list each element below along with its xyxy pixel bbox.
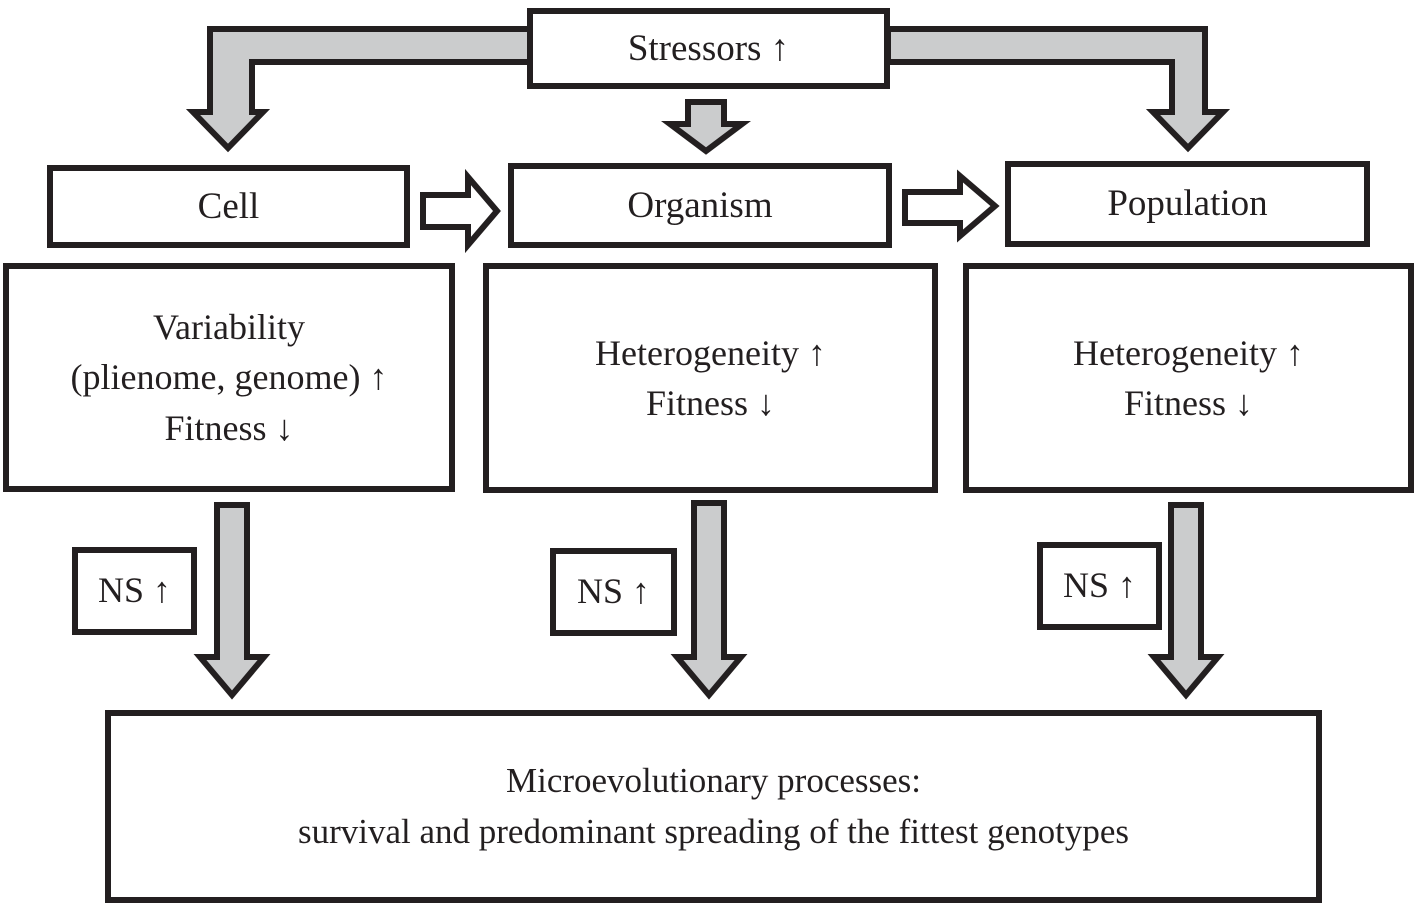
cell-label: Cell xyxy=(197,185,260,227)
outcome-line-2: survival and predominant spreading of th… xyxy=(297,811,1130,851)
effect-box-organism: Heterogeneity ↑ Fitness ↓ xyxy=(483,263,938,493)
effect-cell-line-3: Fitness ↓ xyxy=(164,407,294,448)
level-box-organism: Organism xyxy=(508,163,892,248)
effect-organism-line-2: Fitness ↓ xyxy=(645,383,776,423)
effect-box-population: Heterogeneity ↑ Fitness ↓ xyxy=(963,263,1414,493)
effect-organism-line-1: Heterogeneity ↑ xyxy=(595,332,826,373)
ns-label-population: NS ↑ xyxy=(1062,565,1137,606)
variability-to-outcome-arrow xyxy=(193,502,271,700)
stressors-to-cell-arrow xyxy=(185,26,533,153)
ns-box-population: NS ↑ xyxy=(1037,542,1162,630)
ns-box-organism: NS ↑ xyxy=(550,548,677,636)
ns-label-cell: NS ↑ xyxy=(97,570,172,611)
organism-to-population-arrow xyxy=(902,169,1000,243)
stressors-to-organism-arrow xyxy=(661,99,751,155)
population-heterogeneity-to-outcome-arrow xyxy=(1147,502,1225,700)
stressors-to-population-arrow xyxy=(885,26,1231,153)
cell-to-organism-arrow xyxy=(420,168,501,254)
ns-box-cell: NS ↑ xyxy=(72,547,197,635)
stressors-box: Stressors ↑ xyxy=(527,8,890,89)
level-box-population: Population xyxy=(1005,161,1370,247)
stressors-label: Stressors ↑ xyxy=(627,27,790,69)
level-box-cell: Cell xyxy=(47,165,410,248)
effect-population-line-2: Fitness ↓ xyxy=(1123,383,1254,423)
outcome-box: Microevolutionary processes: survival an… xyxy=(105,710,1322,903)
effect-cell-line-2: (plienome, genome) ↑ xyxy=(70,357,388,398)
ns-label-organism: NS ↑ xyxy=(576,571,651,612)
organism-heterogeneity-to-outcome-arrow xyxy=(670,500,748,700)
outcome-line-1: Microevolutionary processes: xyxy=(505,760,922,800)
population-label: Population xyxy=(1107,183,1268,225)
effect-box-cell: Variability (plienome, genome) ↑ Fitness… xyxy=(3,263,455,492)
effect-cell-line-1: Variability xyxy=(153,306,305,347)
organism-label: Organism xyxy=(627,184,773,226)
effect-population-line-1: Heterogeneity ↑ xyxy=(1073,332,1304,373)
